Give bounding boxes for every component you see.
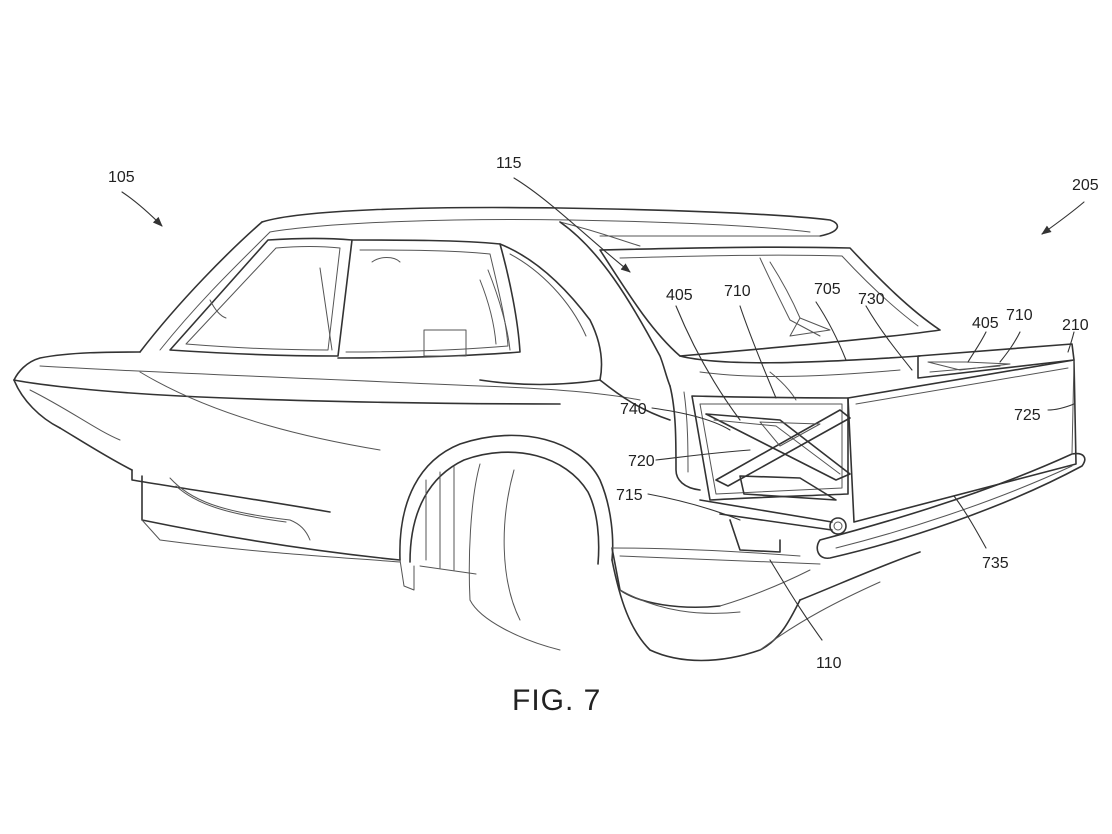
label-725: 725 (1014, 407, 1041, 424)
label-405-right: 405 (972, 315, 999, 332)
label-730: 730 (858, 291, 885, 308)
label-720: 720 (628, 453, 655, 470)
label-705: 705 (814, 281, 841, 298)
label-710-left: 710 (724, 283, 751, 300)
label-715: 715 (616, 487, 643, 504)
reference-numerals: 105 115 205 405 710 705 730 405 710 210 … (108, 155, 1099, 672)
label-210: 210 (1062, 317, 1089, 334)
label-110: 110 (816, 655, 842, 672)
label-735: 735 (982, 555, 1009, 572)
label-105: 105 (108, 169, 135, 186)
leader-lines (121, 177, 1085, 641)
vehicle-body (13, 206, 941, 662)
label-405-left: 405 (666, 287, 693, 304)
label-205: 205 (1072, 177, 1099, 194)
figure-caption: FIG. 7 (512, 684, 601, 717)
label-115: 115 (496, 155, 522, 172)
cargo-box-system (691, 343, 1086, 559)
label-710-right: 710 (1006, 307, 1033, 324)
label-740: 740 (620, 401, 647, 418)
